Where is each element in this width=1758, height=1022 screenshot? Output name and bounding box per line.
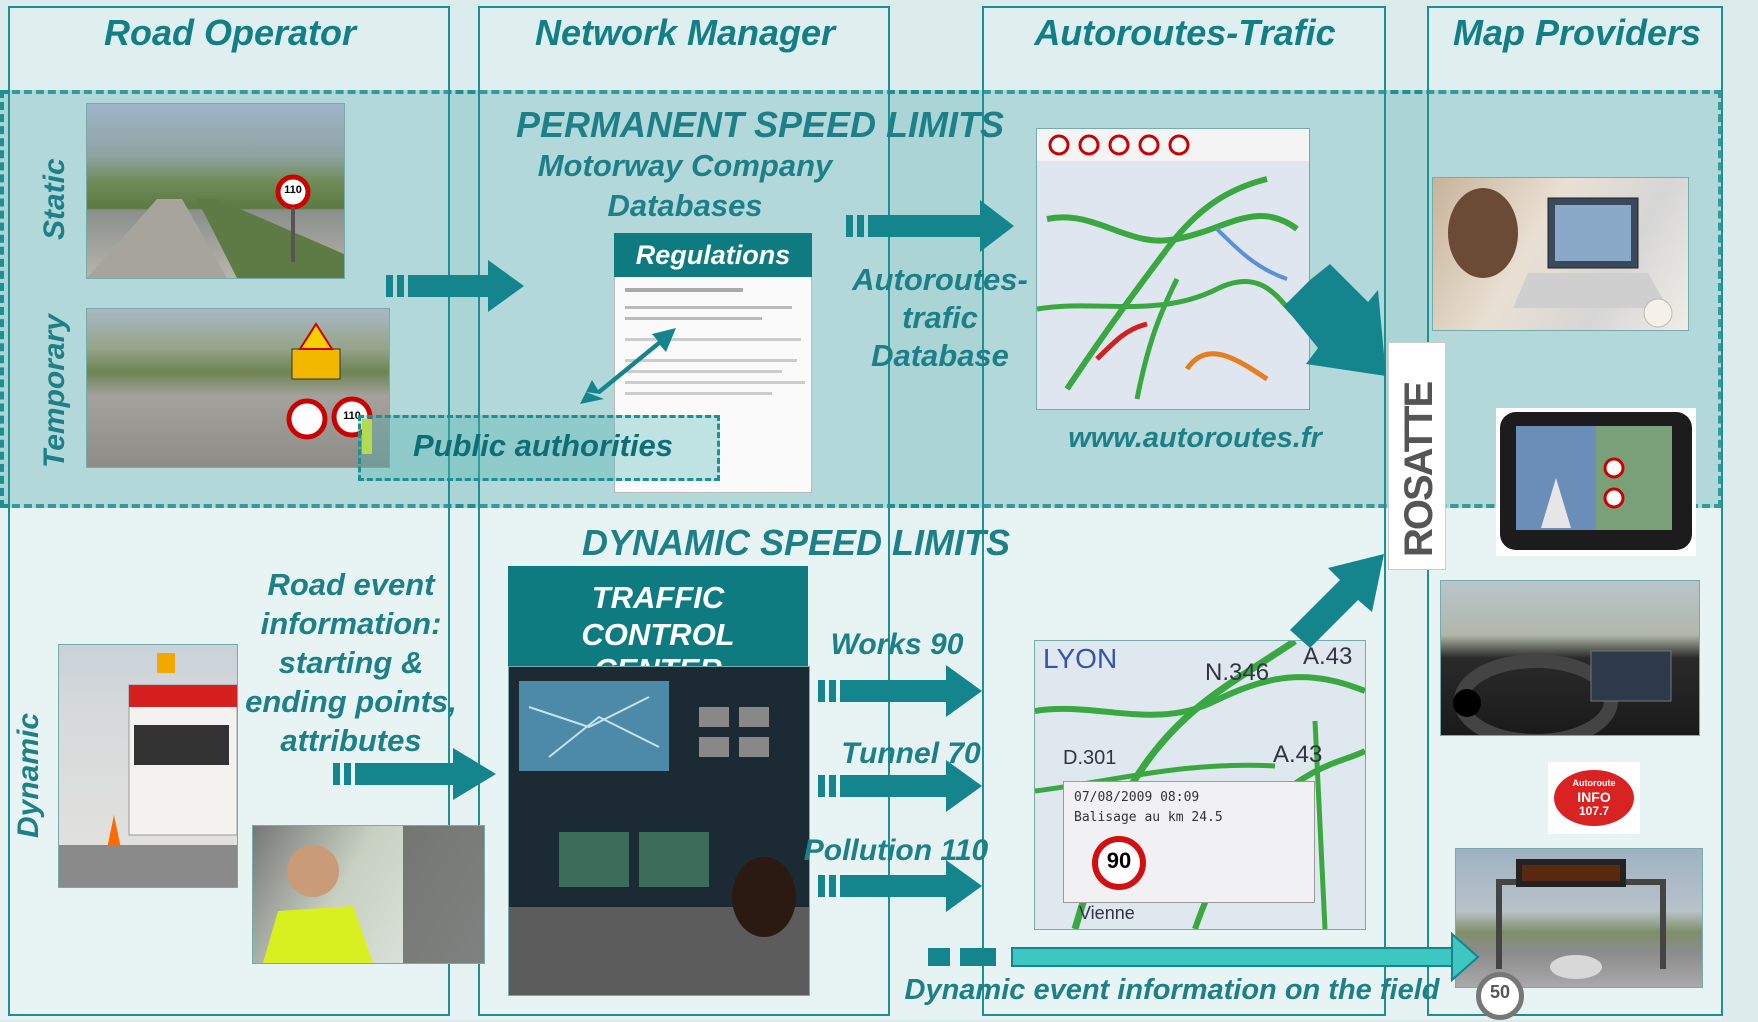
arrow-tunnel-to-map — [818, 760, 982, 812]
radio-text-3: 107.7 — [1578, 804, 1610, 818]
map-road-a43-top: A.43 — [1303, 643, 1353, 670]
popup-date: 07/08/2009 08:09 — [1074, 790, 1200, 805]
database-label-line2: trafic — [902, 300, 978, 335]
regulations-document — [614, 273, 812, 493]
arrow-dynamic-to-rosatte — [1290, 554, 1384, 648]
rosatte-speed-text: 50 — [1489, 982, 1511, 1002]
public-authorities-label: Public authorities — [412, 428, 674, 463]
autoroutes-map-screenshot — [1036, 128, 1310, 410]
map-road-n346: N.346 — [1205, 659, 1270, 686]
map-road-d301: D.301 — [1063, 747, 1117, 769]
rosatte-speed-icon — [1476, 972, 1524, 1020]
static-road-drawing — [87, 174, 344, 278]
autoroutes-website: www.autoroutes.fr — [1068, 422, 1322, 454]
tunnel-70-label: Tunnel 70 — [841, 737, 981, 770]
static-sign-text: 110 — [284, 184, 302, 196]
traffic-control-photo — [508, 666, 810, 996]
laptop-user-photo — [1432, 177, 1689, 331]
rosatte-watermark: 50 — [1420, 970, 1758, 1022]
permanent-title: PERMANENT SPEED LIMITS — [515, 104, 1005, 145]
popup-text: Balisage au km 24.5 — [1074, 810, 1223, 825]
radio-logo: Autoroute INFO 107.7 — [1548, 762, 1640, 834]
motorway-company-databases: Motorway Company Databases — [537, 148, 833, 223]
column-title-autoroutes-trafic: Autoroutes-Trafic — [1034, 12, 1336, 53]
tcc-header — [508, 566, 808, 666]
arrow-field-info — [928, 931, 1480, 983]
dynamic-map-screenshot: LYON N.346 A.43 A.43 D.301 Vienne 07/08/… — [1034, 640, 1366, 930]
regulations-header: Regulations — [614, 233, 812, 277]
arrow-works-to-map — [818, 665, 982, 717]
arrow-regulations-public-authorities — [580, 328, 676, 404]
map-popup: 07/08/2009 08:09 Balisage au km 24.5 90 — [1063, 781, 1315, 903]
road-event-info: Road event information: starting & endin… — [245, 567, 457, 758]
car-dashboard-photo — [1440, 580, 1700, 736]
map-city-lyon: LYON — [1043, 643, 1118, 674]
static-road-photo: 110 — [86, 103, 345, 279]
tcc-title-2: CONTROL — [581, 617, 735, 652]
field-agent-photo — [252, 825, 485, 964]
radio-text-1: Autoroute — [1572, 778, 1616, 788]
database-label-line1: Autoroutes- — [852, 262, 1028, 297]
speed-limit-sign-icon — [1092, 836, 1146, 890]
arrow-road-to-network — [386, 260, 524, 312]
field-info-label: Dynamic event information on the field — [904, 974, 1440, 1006]
tcc-title-1: TRAFFIC — [591, 580, 725, 615]
temporary-works-photo: 110 — [86, 308, 390, 468]
laptop-drawing — [1448, 188, 1673, 328]
pollution-110-label: Pollution 110 — [803, 834, 989, 867]
temp-sign-text: 110 — [343, 410, 361, 422]
arrow-event-to-tcc — [333, 748, 496, 800]
column-title-road-operator: Road Operator — [103, 12, 357, 53]
column-title-network-manager: Network Manager — [534, 12, 836, 53]
arrow-pollution-to-map — [818, 860, 982, 912]
vms-drawing — [1496, 859, 1666, 979]
public-authorities-box — [358, 415, 720, 481]
works-90-label: Works 90 — [830, 628, 964, 661]
map-road-a43-mid: A.43 — [1273, 741, 1323, 768]
autoroutes-map-drawing — [1037, 129, 1309, 400]
field-agent-drawing — [263, 826, 484, 963]
dashboard-drawing — [1453, 650, 1672, 735]
database-label-line3: Database — [871, 338, 1009, 373]
gps-device-photo — [1496, 408, 1696, 556]
variable-message-sign-photo — [1455, 848, 1703, 988]
arrow-db-to-autoroutes — [846, 200, 1014, 252]
tcc-drawing — [509, 681, 809, 995]
column-title-map-providers: Map Providers — [1452, 12, 1702, 53]
arrow-autoroutes-to-rosatte — [1284, 264, 1386, 376]
popup-speed: 90 — [1106, 848, 1132, 873]
patrol-vehicle-photo — [58, 644, 238, 888]
rosatte-vertical-logo: ROSATTE — [1388, 342, 1446, 570]
gps-drawing — [1500, 412, 1692, 550]
patrol-vehicle-drawing — [59, 653, 237, 887]
dynamic-title: DYNAMIC SPEED LIMITS — [581, 522, 1011, 563]
map-town-vienne: Vienne — [1079, 903, 1135, 923]
tcc-title-3: CENTER — [508, 652, 808, 666]
radio-text-2: INFO — [1577, 789, 1611, 805]
band-divider — [0, 504, 1722, 508]
